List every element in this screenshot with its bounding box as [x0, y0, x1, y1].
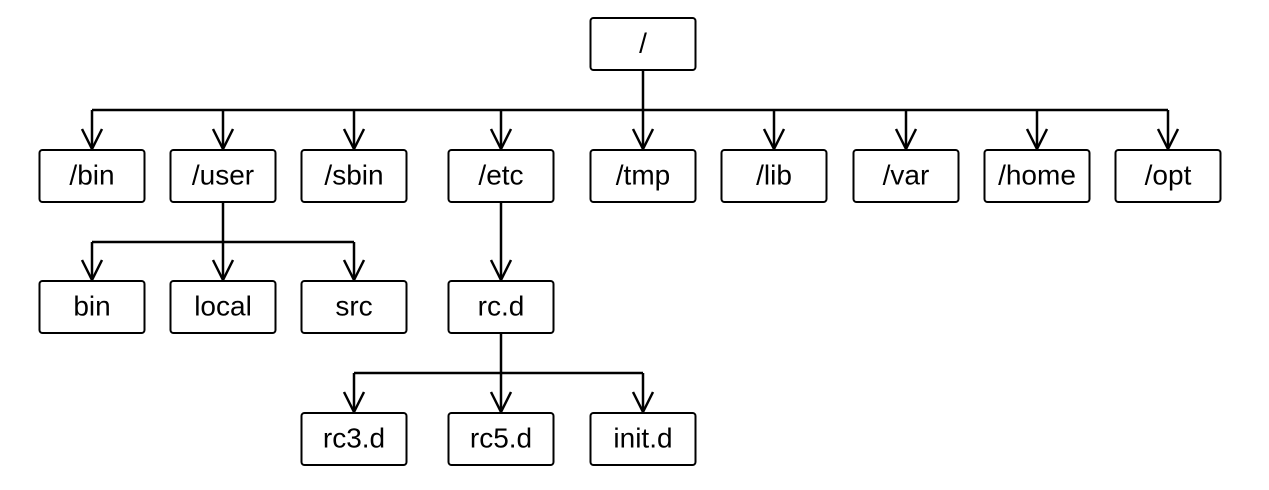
node-label: local [194, 290, 252, 321]
node-label: /user [192, 159, 254, 190]
node-label: init.d [613, 422, 672, 453]
tree-node-lib: /lib [720, 149, 828, 203]
node-label: /opt [1145, 159, 1192, 190]
node-label: /home [998, 159, 1076, 190]
node-label: /tmp [616, 159, 670, 190]
node-box [447, 280, 555, 334]
tree-node-initd: init.d [589, 412, 697, 466]
node-box [300, 149, 408, 203]
node-label: bin [73, 290, 110, 321]
tree-connectors [80, 70, 1180, 415]
node-box [589, 412, 697, 466]
node-label: /sbin [324, 159, 383, 190]
tree-node-sbin: /sbin [300, 149, 408, 203]
node-box [300, 280, 408, 334]
tree-node-user-local: local [169, 280, 277, 334]
node-label: /bin [69, 159, 114, 190]
node-box [38, 280, 146, 334]
node-label: /var [883, 159, 930, 190]
tree-node-tmp: /tmp [589, 149, 697, 203]
tree-node-opt: /opt [1114, 149, 1222, 203]
tree-node-bin: /bin [38, 149, 146, 203]
tree-node-user-src: src [300, 280, 408, 334]
node-label: /lib [756, 159, 792, 190]
node-box [720, 149, 828, 203]
tree-node-var: /var [852, 149, 960, 203]
tree-node-etc: /etc [447, 149, 555, 203]
node-box [38, 149, 146, 203]
tree-node-home: /home [983, 149, 1091, 203]
tree-nodes: / /bin/user/sbin/etc/tmp/lib/var/home/opt… [38, 17, 1222, 466]
node-label: rc5.d [470, 422, 532, 453]
tree-node-rcd: rc.d [447, 280, 555, 334]
node-box [169, 149, 277, 203]
node-label: rc3.d [323, 422, 385, 453]
tree-node-user: /user [169, 149, 277, 203]
node-label: src [335, 290, 372, 321]
node-label: / [639, 27, 647, 58]
node-box [589, 17, 697, 71]
node-box [1114, 149, 1222, 203]
tree-node-root: / [589, 17, 697, 71]
node-box [447, 412, 555, 466]
node-label: rc.d [478, 290, 525, 321]
tree-node-rc3d: rc3.d [300, 412, 408, 466]
node-box [983, 149, 1091, 203]
tree-node-user-bin: bin [38, 280, 146, 334]
node-box [852, 149, 960, 203]
tree-node-rc5d: rc5.d [447, 412, 555, 466]
node-label: /etc [478, 159, 523, 190]
node-box [169, 280, 277, 334]
node-box [589, 149, 697, 203]
node-box [447, 149, 555, 203]
node-box [300, 412, 408, 466]
